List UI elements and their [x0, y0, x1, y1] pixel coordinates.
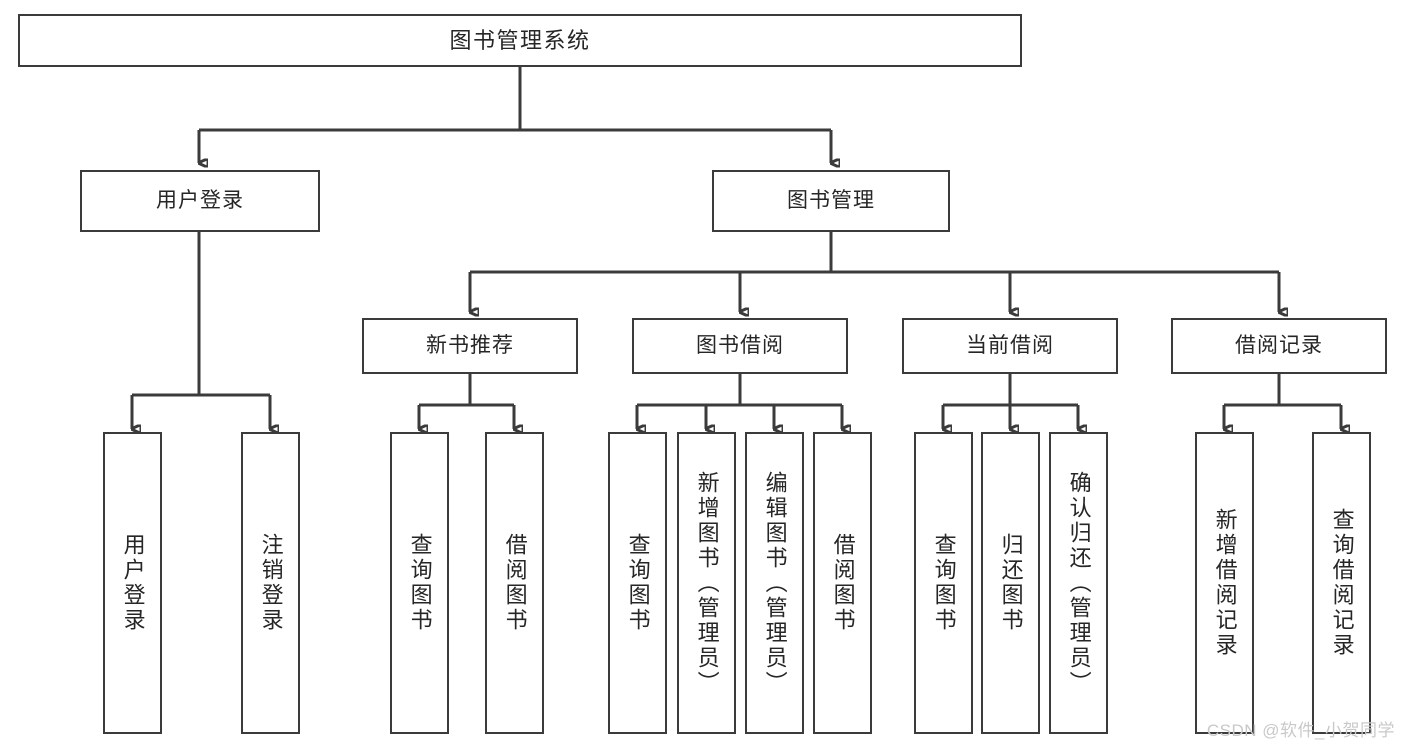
node-leaf-query-book-2-label: 查询图书	[625, 533, 651, 633]
node-book-borrow-label: 图书借阅	[696, 333, 784, 357]
node-leaf-query-book-1-label: 查询图书	[407, 533, 433, 633]
node-current-borrow-label: 当前借阅	[966, 333, 1054, 357]
node-leaf-borrow-book-2[interactable]: 借阅图书	[813, 432, 872, 734]
node-leaf-add-record[interactable]: 新增借阅记录	[1195, 432, 1254, 734]
node-leaf-confirm-return[interactable]: 确认归还（管理员）	[1049, 432, 1108, 734]
node-leaf-query-record[interactable]: 查询借阅记录	[1312, 432, 1371, 734]
node-leaf-confirm-return-label: 确认归还（管理员）	[1066, 470, 1092, 696]
node-root[interactable]: 图书管理系统	[18, 14, 1022, 67]
node-leaf-user-login-label: 用户登录	[120, 533, 146, 633]
node-leaf-add-record-label: 新增借阅记录	[1212, 508, 1238, 658]
node-leaf-user-logout[interactable]: 注销登录	[241, 432, 300, 734]
node-new-book-recommend[interactable]: 新书推荐	[362, 318, 578, 374]
node-borrow-record[interactable]: 借阅记录	[1171, 318, 1387, 374]
node-leaf-borrow-book-2-label: 借阅图书	[830, 533, 856, 633]
node-leaf-borrow-book-1[interactable]: 借阅图书	[485, 432, 544, 734]
node-leaf-edit-book[interactable]: 编辑图书（管理员）	[745, 432, 804, 734]
node-book-borrow[interactable]: 图书借阅	[632, 318, 848, 374]
node-leaf-add-book-label: 新增图书（管理员）	[694, 470, 720, 696]
node-leaf-borrow-book-1-label: 借阅图书	[502, 533, 528, 633]
node-leaf-edit-book-label: 编辑图书（管理员）	[762, 470, 788, 696]
node-leaf-query-book-2[interactable]: 查询图书	[608, 432, 667, 734]
node-leaf-user-login[interactable]: 用户登录	[103, 432, 162, 734]
node-leaf-query-book-3[interactable]: 查询图书	[914, 432, 973, 734]
node-book-manage-label: 图书管理	[787, 188, 875, 212]
node-new-book-recommend-label: 新书推荐	[426, 333, 514, 357]
node-root-label: 图书管理系统	[449, 27, 591, 53]
node-leaf-return-book-label: 归还图书	[998, 533, 1024, 633]
csdn-watermark: CSDN @软件_小贺同学	[1206, 721, 1395, 740]
node-leaf-query-book-3-label: 查询图书	[931, 533, 957, 633]
node-current-borrow[interactable]: 当前借阅	[902, 318, 1118, 374]
node-user-login[interactable]: 用户登录	[80, 170, 320, 232]
node-borrow-record-label: 借阅记录	[1235, 333, 1323, 357]
node-user-login-label: 用户登录	[156, 188, 244, 212]
node-leaf-query-record-label: 查询借阅记录	[1329, 508, 1355, 658]
node-leaf-query-book-1[interactable]: 查询图书	[390, 432, 449, 734]
node-leaf-user-logout-label: 注销登录	[258, 533, 284, 633]
node-leaf-return-book[interactable]: 归还图书	[981, 432, 1040, 734]
node-book-manage[interactable]: 图书管理	[712, 170, 950, 232]
node-leaf-add-book[interactable]: 新增图书（管理员）	[677, 432, 736, 734]
